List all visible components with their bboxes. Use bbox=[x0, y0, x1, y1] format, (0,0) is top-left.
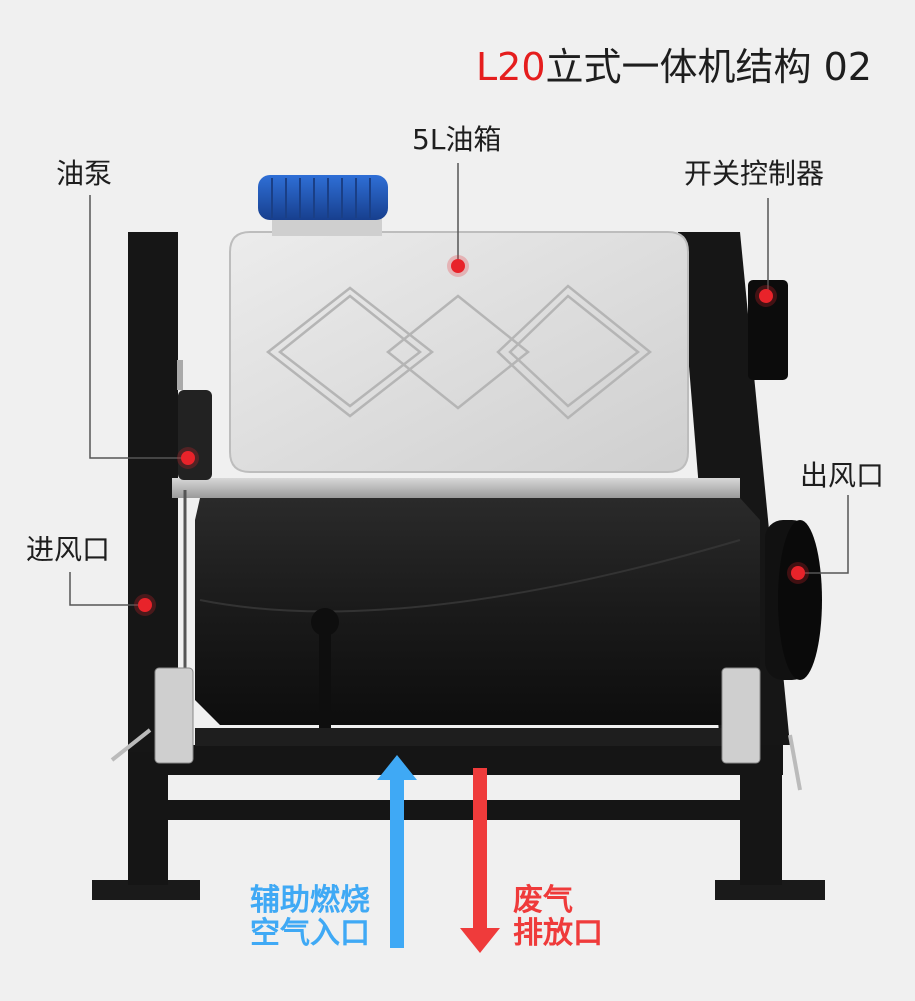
switch-marker bbox=[759, 289, 773, 303]
markers bbox=[134, 255, 809, 616]
title-text: 立式一体机结构 02 bbox=[545, 45, 872, 89]
label-air-out: 出风口 bbox=[800, 459, 885, 492]
pump-leader bbox=[89, 195, 188, 459]
exhaust-line1: 废气 bbox=[513, 883, 573, 918]
label-tank: 5L油箱 bbox=[412, 123, 502, 156]
left-foot bbox=[92, 880, 200, 900]
intake-arrow bbox=[377, 755, 417, 948]
tank-marker bbox=[451, 259, 465, 273]
air-out-marker bbox=[791, 566, 805, 580]
exhaust-label: 废气 排放口 bbox=[513, 884, 603, 950]
air-out-leader bbox=[798, 495, 849, 574]
leader-lines bbox=[69, 163, 849, 606]
model-code: L20 bbox=[476, 45, 546, 89]
switch-controller bbox=[748, 280, 788, 380]
tank-pattern bbox=[265, 284, 652, 420]
label-switch: 开关控制器 bbox=[684, 157, 825, 190]
exhaust-arrow bbox=[460, 768, 500, 953]
label-air-in: 进风口 bbox=[26, 533, 111, 566]
left-latch bbox=[154, 667, 194, 764]
intake-line2: 空气入口 bbox=[250, 916, 370, 951]
intake-label: 辅助燃烧 空气入口 bbox=[250, 884, 370, 950]
exhaust-line2: 排放口 bbox=[513, 916, 603, 951]
air-in-leader bbox=[69, 572, 145, 606]
left-upright bbox=[128, 232, 178, 752]
right-latch bbox=[721, 667, 761, 764]
tank-cap bbox=[258, 175, 388, 220]
air-in-marker bbox=[138, 598, 152, 612]
intake-line1: 辅助燃烧 bbox=[250, 883, 370, 918]
pump-marker bbox=[181, 451, 195, 465]
heater-body bbox=[195, 498, 760, 725]
page-title: L20立式一体机结构 02 bbox=[476, 48, 872, 86]
shelf-plate bbox=[172, 478, 740, 498]
label-pump: 油泵 bbox=[56, 157, 113, 190]
base-frame bbox=[128, 745, 783, 775]
